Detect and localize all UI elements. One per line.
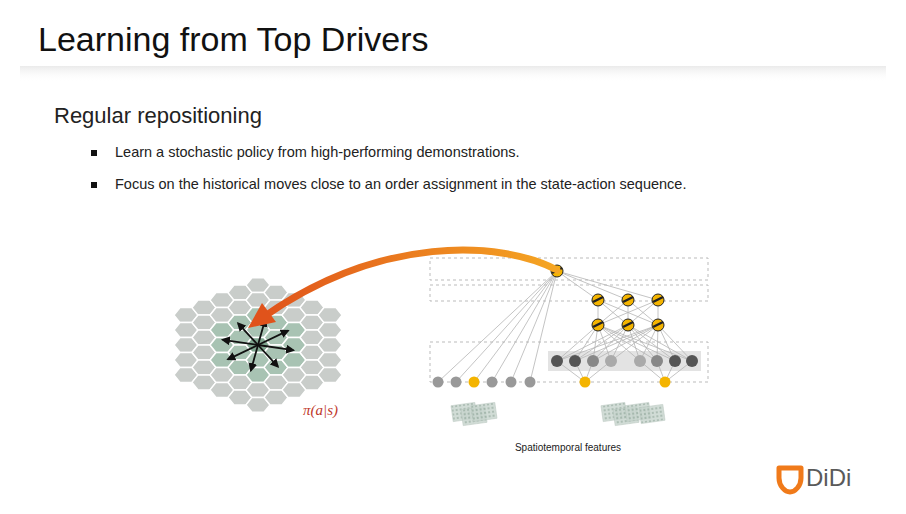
action-arrow xyxy=(238,323,258,345)
network-weight xyxy=(492,271,557,382)
input-node xyxy=(451,377,462,388)
action-arrow xyxy=(223,340,258,345)
hex-cell xyxy=(318,308,342,323)
embedding-node xyxy=(669,355,681,367)
embedding-node xyxy=(551,355,563,367)
input-node xyxy=(580,377,591,388)
embedding-node xyxy=(569,355,581,367)
input-node xyxy=(660,377,671,388)
network-weight xyxy=(557,325,658,361)
hex-cell xyxy=(318,367,342,382)
network-weight xyxy=(511,271,557,382)
hidden-node xyxy=(622,294,634,306)
title-shadow xyxy=(20,66,886,82)
input-node xyxy=(487,377,498,388)
action-arrow xyxy=(228,345,258,359)
hex-cell xyxy=(318,323,342,338)
embedding-node xyxy=(686,355,698,367)
network-weight xyxy=(557,271,628,300)
hidden-node xyxy=(592,319,604,331)
network-weight xyxy=(557,271,658,300)
slide-title: Learning from Top Drivers xyxy=(38,20,429,59)
neural-network xyxy=(430,258,708,426)
action-arrow xyxy=(258,345,278,367)
logo-text: DiDi xyxy=(806,464,851,492)
input-node xyxy=(433,377,444,388)
policy-label: π(a|s) xyxy=(303,402,338,419)
hidden-node xyxy=(622,319,634,331)
embedding-node xyxy=(651,355,663,367)
curved-arrow-head xyxy=(248,303,276,328)
network-weight xyxy=(598,325,640,361)
input-node xyxy=(525,377,536,388)
hidden-node xyxy=(592,294,604,306)
embedding-node xyxy=(605,355,617,367)
action-arrow xyxy=(258,331,288,345)
caption-label: Spatiotemporal features xyxy=(515,442,621,454)
hex-cell xyxy=(318,353,342,368)
bullet-marker xyxy=(91,182,97,188)
hex-grid xyxy=(174,278,342,413)
layer-box xyxy=(430,342,708,382)
bullet-text: Focus on the historical moves close to a… xyxy=(115,176,686,193)
bullet-marker xyxy=(91,150,97,156)
network-weight xyxy=(456,271,557,382)
network-weight xyxy=(438,271,557,382)
network-weight xyxy=(628,325,675,361)
network-weight xyxy=(474,271,557,382)
section-heading: Regular repositioning xyxy=(54,103,262,128)
layer-box xyxy=(430,258,708,280)
action-arrow xyxy=(258,345,293,350)
embedding-node xyxy=(634,355,646,367)
input-node xyxy=(506,377,517,388)
feature-map xyxy=(471,402,497,421)
input-node xyxy=(469,377,480,388)
layer-box xyxy=(430,285,708,301)
action-arrows xyxy=(223,320,294,371)
hidden-node xyxy=(652,294,664,306)
curved-arrow xyxy=(262,250,557,318)
hidden-node xyxy=(652,319,664,331)
feature-map xyxy=(639,404,665,423)
embedding-node xyxy=(587,355,599,367)
didi-logo-mark xyxy=(779,468,801,492)
hex-cell xyxy=(318,338,342,353)
bullet-text: Learn a stochastic policy from high-perf… xyxy=(115,144,520,161)
